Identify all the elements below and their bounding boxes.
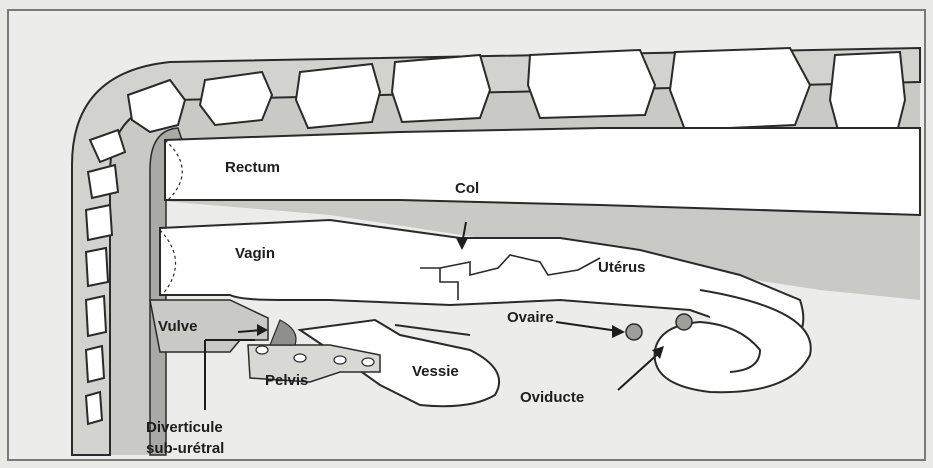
label-diverticule-1: Diverticule [146,419,223,436]
label-vagin: Vagin [235,245,275,262]
label-vulve: Vulve [158,318,197,335]
ovary-left [626,324,642,340]
label-oviducte: Oviducte [520,389,584,406]
ovary-right [676,314,692,330]
label-rectum: Rectum [225,159,280,176]
label-col: Col [455,180,479,197]
label-uterus: Utérus [598,259,646,276]
label-vessie: Vessie [412,363,459,380]
label-diverticule-2: sub-urétral [146,440,224,457]
label-pelvis: Pelvis [265,372,308,389]
label-ovaire: Ovaire [507,309,554,326]
